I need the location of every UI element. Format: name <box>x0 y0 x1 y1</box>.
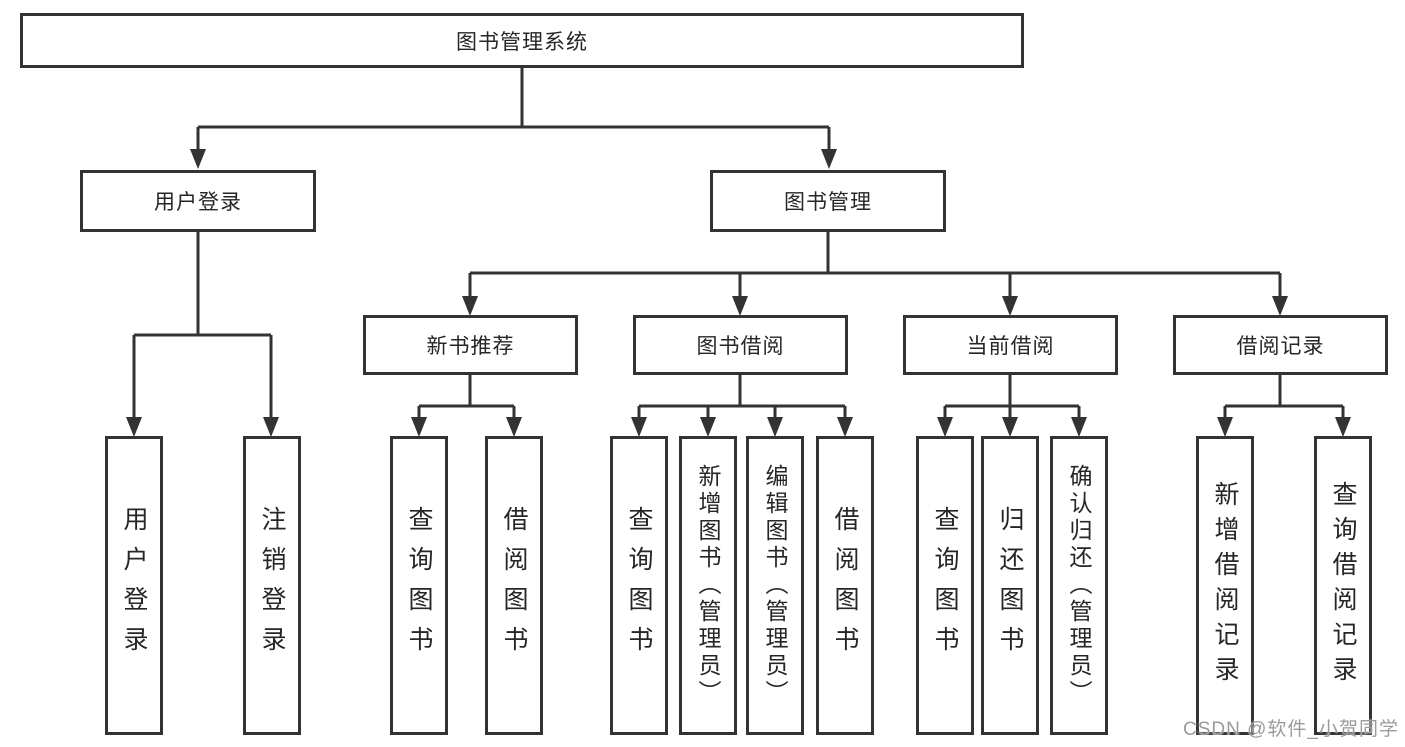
node-label: 图书管理系统 <box>456 30 588 54</box>
leaf-confirm-return-admin: 确认归还（管理员） <box>1050 436 1108 735</box>
node-label: 用户登录 <box>154 191 242 214</box>
node-label: 新书推荐 <box>426 335 515 358</box>
node-borrowing-records: 借阅记录 <box>1173 315 1388 375</box>
leaf-query-books: 查询图书 <box>916 436 974 735</box>
leaf-logout: 注销登录 <box>243 436 301 735</box>
node-label: 新增图书（管理员） <box>695 464 721 707</box>
node-label: 查询借阅记录 <box>1329 480 1357 691</box>
node-label: 新增借阅记录 <box>1211 480 1239 691</box>
node-label: 借阅图书 <box>831 505 859 666</box>
leaf-borrow-books: 借阅图书 <box>816 436 874 735</box>
leaf-query-borrow-record: 查询借阅记录 <box>1314 436 1372 735</box>
node-label: 图书管理 <box>784 191 872 214</box>
leaf-query-books: 查询图书 <box>610 436 668 735</box>
node-label: 编辑图书（管理员） <box>762 464 788 707</box>
node-label: 查询图书 <box>931 505 959 666</box>
node-book-borrowing: 图书借阅 <box>633 315 848 375</box>
node-label: 查询图书 <box>625 505 653 666</box>
node-library-management-system: 图书管理系统 <box>20 13 1024 68</box>
node-book-management: 图书管理 <box>710 170 946 232</box>
node-label: 查询图书 <box>405 505 433 666</box>
leaf-query-books: 查询图书 <box>390 436 448 735</box>
node-label: 当前借阅 <box>966 335 1055 358</box>
leaf-user-login: 用户登录 <box>105 436 163 735</box>
node-label: 注销登录 <box>258 505 286 666</box>
node-label: 图书借阅 <box>696 335 785 358</box>
csdn-watermark: CSDN @软件_小贺同学 <box>1183 719 1399 740</box>
leaf-add-borrow-record: 新增借阅记录 <box>1196 436 1254 735</box>
leaf-return-books: 归还图书 <box>981 436 1039 735</box>
node-new-book-recommendation: 新书推荐 <box>363 315 578 375</box>
node-user-login: 用户登录 <box>80 170 316 232</box>
node-label: 用户登录 <box>120 505 148 666</box>
node-current-borrowing: 当前借阅 <box>903 315 1118 375</box>
node-label: 借阅图书 <box>500 505 528 666</box>
leaf-edit-books-admin: 编辑图书（管理员） <box>746 436 804 735</box>
node-label: 借阅记录 <box>1236 335 1325 358</box>
node-label: 归还图书 <box>996 505 1024 666</box>
node-label: 确认归还（管理员） <box>1066 464 1092 707</box>
leaf-borrow-books: 借阅图书 <box>485 436 543 735</box>
leaf-add-books-admin: 新增图书（管理员） <box>679 436 737 735</box>
